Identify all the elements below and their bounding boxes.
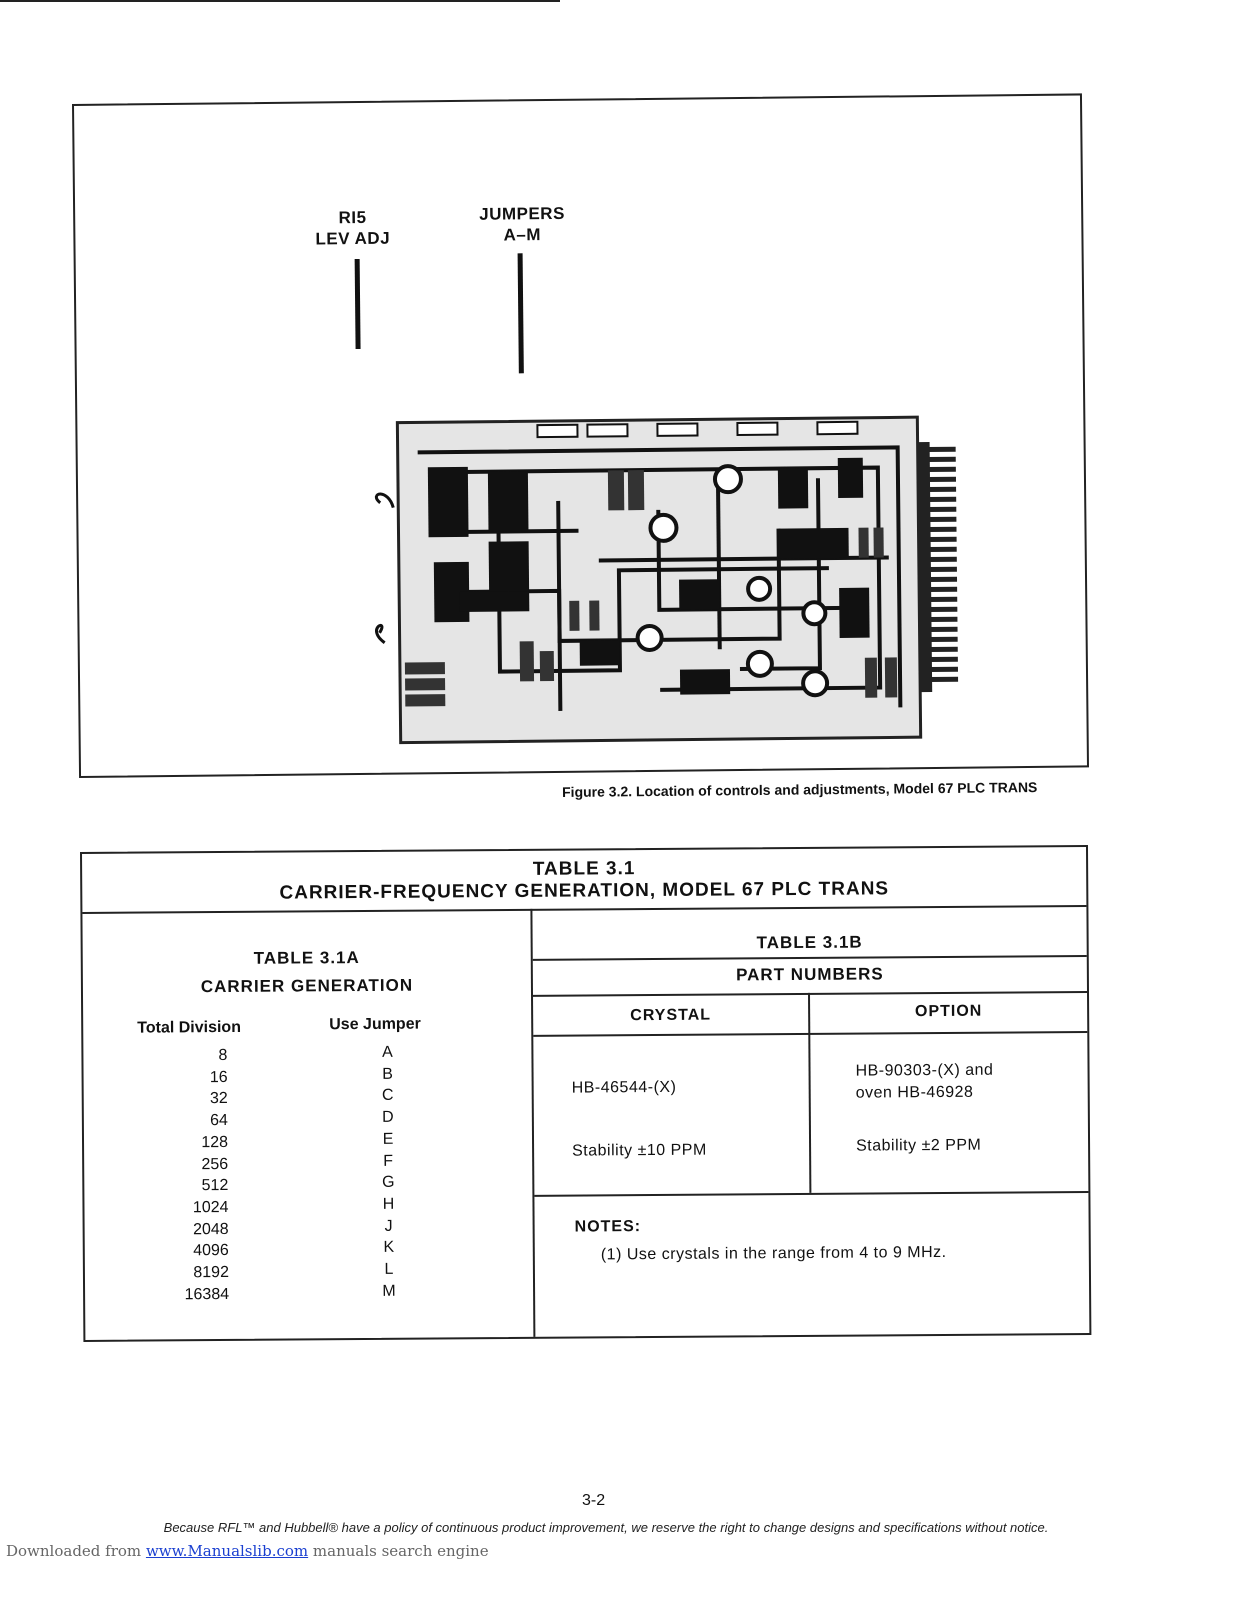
option-column-header: OPTION [914,1002,983,1021]
manualslib-link[interactable]: www.Manualslib.com [145,1542,309,1560]
r15-label: RI5 LEV ADJ [315,207,390,250]
option-part-line2: oven HB-46928 [855,1083,974,1102]
division-value: 32 [209,1090,228,1108]
jumper-value: K [383,1239,395,1257]
table-a-subtitle: CARRIER GENERATION [200,975,414,997]
division-value: 64 [210,1112,228,1130]
table-3-1: TABLE 3.1 CARRIER-FREQUENCY GENERATION, … [80,844,1092,1342]
division-value: 128 [201,1133,229,1151]
division-values: 8 16 32 64 128 256 512 1024 2048 4096 8192 16384 [163,1045,230,1306]
jumper-value: B [382,1065,393,1083]
top-rule [0,0,560,2]
jumper-value: H [382,1195,395,1213]
jumper-value: F [383,1152,394,1170]
jumper-value: C [381,1087,394,1105]
jumper-value: G [382,1174,395,1192]
crystal-stability: Stability ±10 PPM [572,1141,707,1160]
figure-frame: RI5 LEV ADJ JUMPERS A–M [72,93,1090,778]
division-value: 8192 [193,1264,229,1282]
jumper-value: D [382,1108,394,1127]
division-column-header: Total Division [137,1018,242,1037]
r15-pointer [354,258,361,350]
jumper-value: M [382,1282,396,1300]
division-value: 256 [201,1155,229,1173]
jumper-value: E [382,1130,394,1148]
table-a-title: TABLE 3.1A [253,948,360,968]
table-b-title-divider [532,954,1087,961]
page-number: 3-2 [582,1492,606,1509]
jumper-value: J [384,1217,393,1235]
note-1: (1) Use crystals in the range from 4 to … [600,1243,947,1264]
r15-label-line1: RI5 [338,207,367,228]
title-divider [82,904,1087,914]
r15-label-line2: LEV ADJ [315,228,391,249]
crystal-part-number: HB-46544-(X) [571,1078,677,1097]
division-value: 16384 [184,1285,230,1304]
jumpers-label: JUMPERS A–M [479,203,565,246]
jumpers-label-line1: JUMPERS [479,203,565,224]
division-value: 16 [209,1068,228,1086]
option-stability: Stability ±2 PPM [856,1136,982,1155]
division-value: 4096 [193,1242,229,1260]
division-value: 1024 [192,1198,229,1217]
crystal-column-header: CRYSTAL [630,1006,712,1025]
jumpers-pointer [517,253,524,374]
table-b-subtitle: PART NUMBERS [735,964,884,985]
circuit-board-photo [374,415,959,745]
jumpers-label-line2: A–M [503,225,542,245]
download-attribution: Downloaded from www.Manualslib.com manua… [6,1542,489,1560]
option-part-line1: HB-90303-(X) and [855,1061,994,1080]
division-value: 512 [201,1177,229,1195]
figure-caption: Figure 3.2. Location of controls and adj… [562,779,1038,800]
crystal-option-divider [808,992,812,1193]
download-suffix: manuals search engine [312,1542,489,1560]
jumper-column-header: Use Jumper [329,1015,421,1034]
table-b-title: TABLE 3.1B [756,932,863,953]
jumper-value: L [384,1260,394,1278]
notes-label: NOTES: [574,1218,642,1236]
download-prefix: Downloaded from [6,1542,142,1560]
jumper-value: A [382,1043,393,1061]
division-value: 2048 [192,1220,229,1238]
division-value: 8 [218,1046,228,1065]
footer-disclaimer: Because RFL™ and Hubbell® have a policy … [163,1520,1049,1535]
